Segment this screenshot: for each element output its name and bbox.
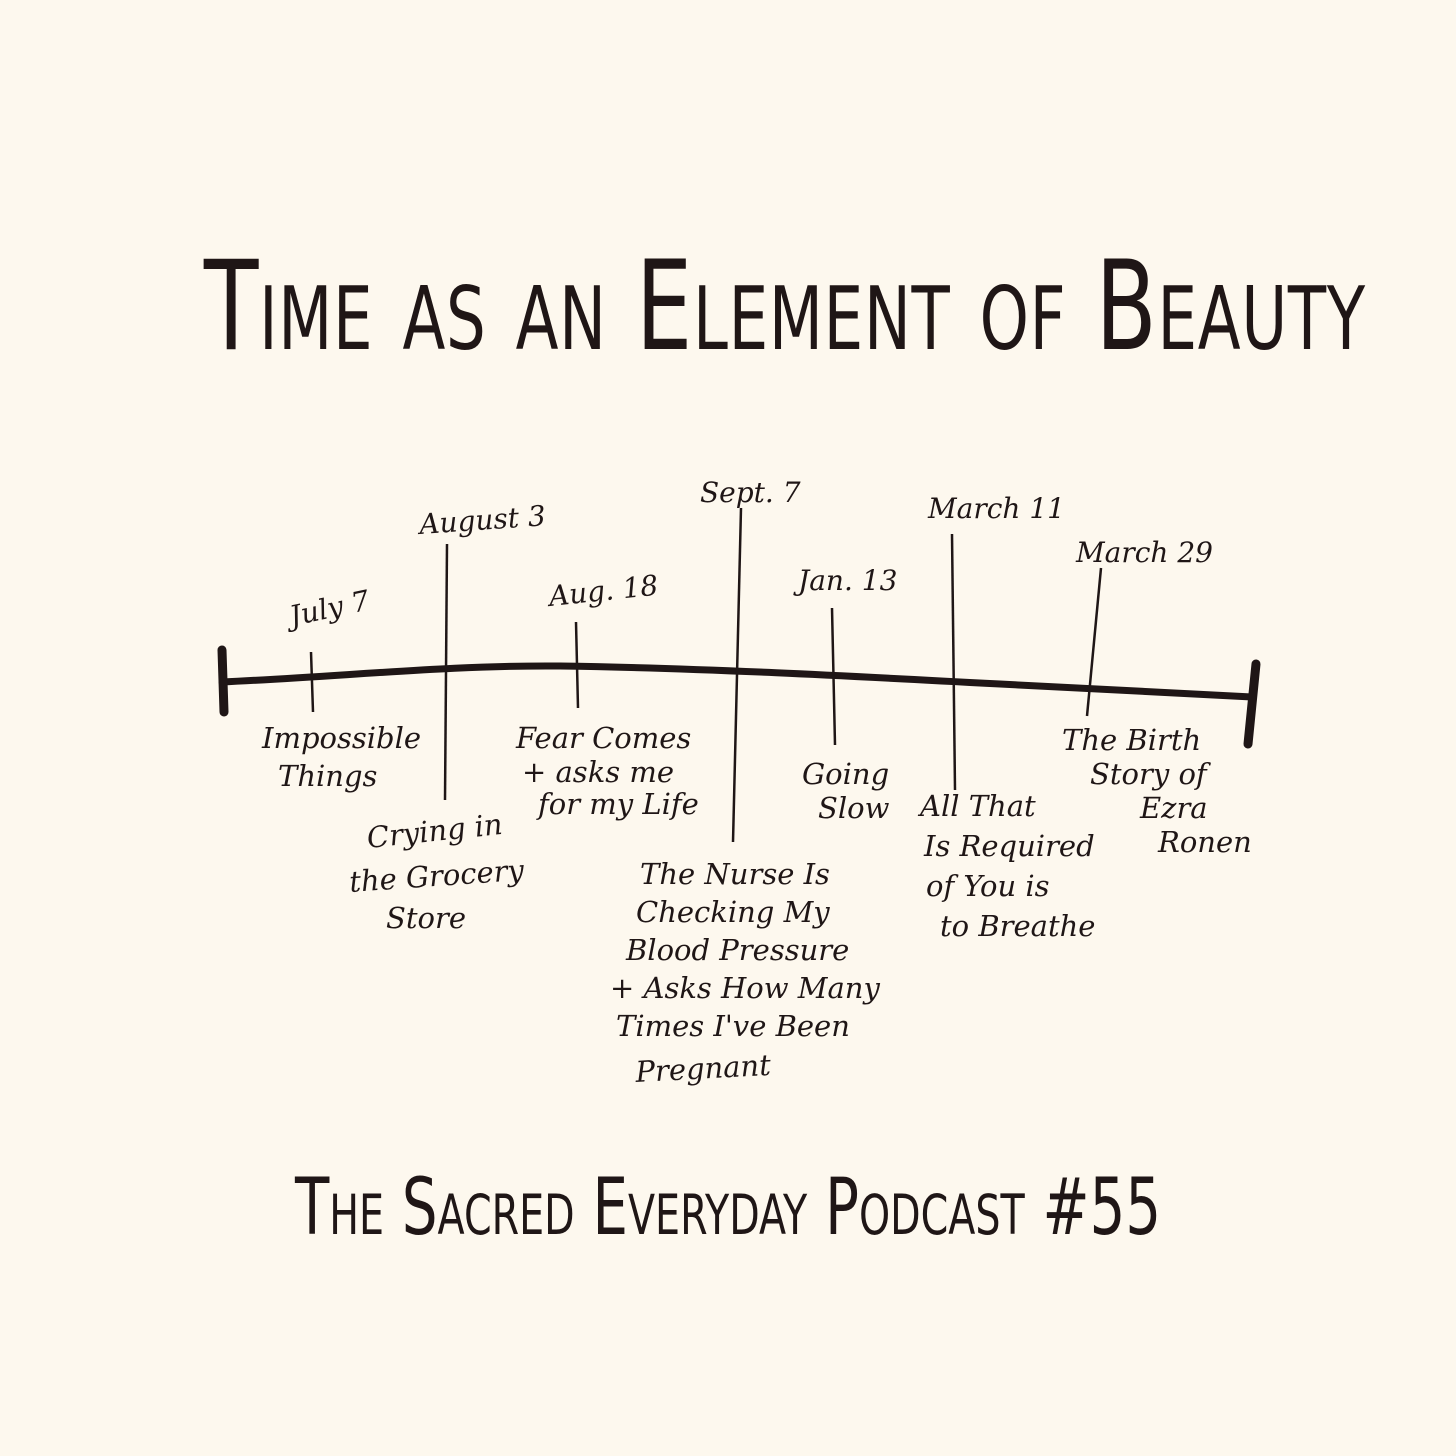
event-title-line: Crying in bbox=[365, 807, 504, 855]
event-tick-line bbox=[1085, 567, 1103, 717]
event-title-line: Impossible bbox=[261, 721, 421, 755]
event-title-line: Things bbox=[278, 759, 377, 793]
event-title-line: The Birth bbox=[1062, 723, 1201, 757]
timeline-end-cap bbox=[1243, 659, 1261, 749]
event-date: Aug. 18 bbox=[544, 569, 659, 614]
event-date: March 11 bbox=[927, 492, 1065, 525]
event-title-line: Blood Pressure bbox=[625, 933, 849, 967]
event-title-line: + Asks How Many bbox=[610, 971, 880, 1005]
event-date: Jan. 13 bbox=[793, 564, 897, 597]
event-title-line: Ronen bbox=[1157, 825, 1252, 859]
event-title-line: Story of bbox=[1090, 757, 1212, 791]
event-title-line: Fear Comes bbox=[515, 721, 691, 755]
timeline-start-cap bbox=[217, 645, 229, 717]
event-title-line: All That bbox=[917, 789, 1036, 823]
event-title-line: Slow bbox=[818, 791, 890, 825]
event-title-line: Times I've Been bbox=[616, 1009, 850, 1043]
timeline-line bbox=[218, 662, 1256, 701]
event-title-line: Ezra bbox=[1139, 791, 1208, 825]
event-title-line: of You is bbox=[926, 869, 1050, 903]
event-title-line: Store bbox=[386, 901, 466, 935]
event-title-line: Pregnant bbox=[634, 1048, 772, 1089]
subtitle: The Sacred Everyday Podcast #55 bbox=[294, 1163, 1162, 1253]
event-title-line: Going bbox=[802, 757, 889, 791]
title: Time as an Element of Beauty bbox=[203, 235, 1366, 379]
event-tick-line bbox=[443, 543, 449, 801]
event-title-line: The Nurse Is bbox=[640, 857, 830, 891]
event-title-line: for my Life bbox=[536, 787, 699, 821]
event-date: March 29 bbox=[1075, 536, 1213, 569]
event-tick-line bbox=[731, 507, 743, 843]
event-title-line: Is Required bbox=[923, 829, 1095, 863]
event-date: July 7 bbox=[282, 584, 373, 634]
event-title-line: the Grocery bbox=[348, 853, 525, 899]
event-title-line: + asks me bbox=[522, 755, 674, 789]
event-title-line: Checking My bbox=[636, 895, 830, 929]
event-date: August 3 bbox=[415, 499, 547, 541]
event-tick-line bbox=[950, 533, 957, 791]
event-tick-line bbox=[309, 651, 315, 713]
event-tick-line bbox=[830, 607, 837, 746]
event-tick-line bbox=[574, 621, 580, 709]
event-date: Sept. 7 bbox=[700, 476, 801, 509]
event-title-line: to Breathe bbox=[940, 909, 1095, 943]
